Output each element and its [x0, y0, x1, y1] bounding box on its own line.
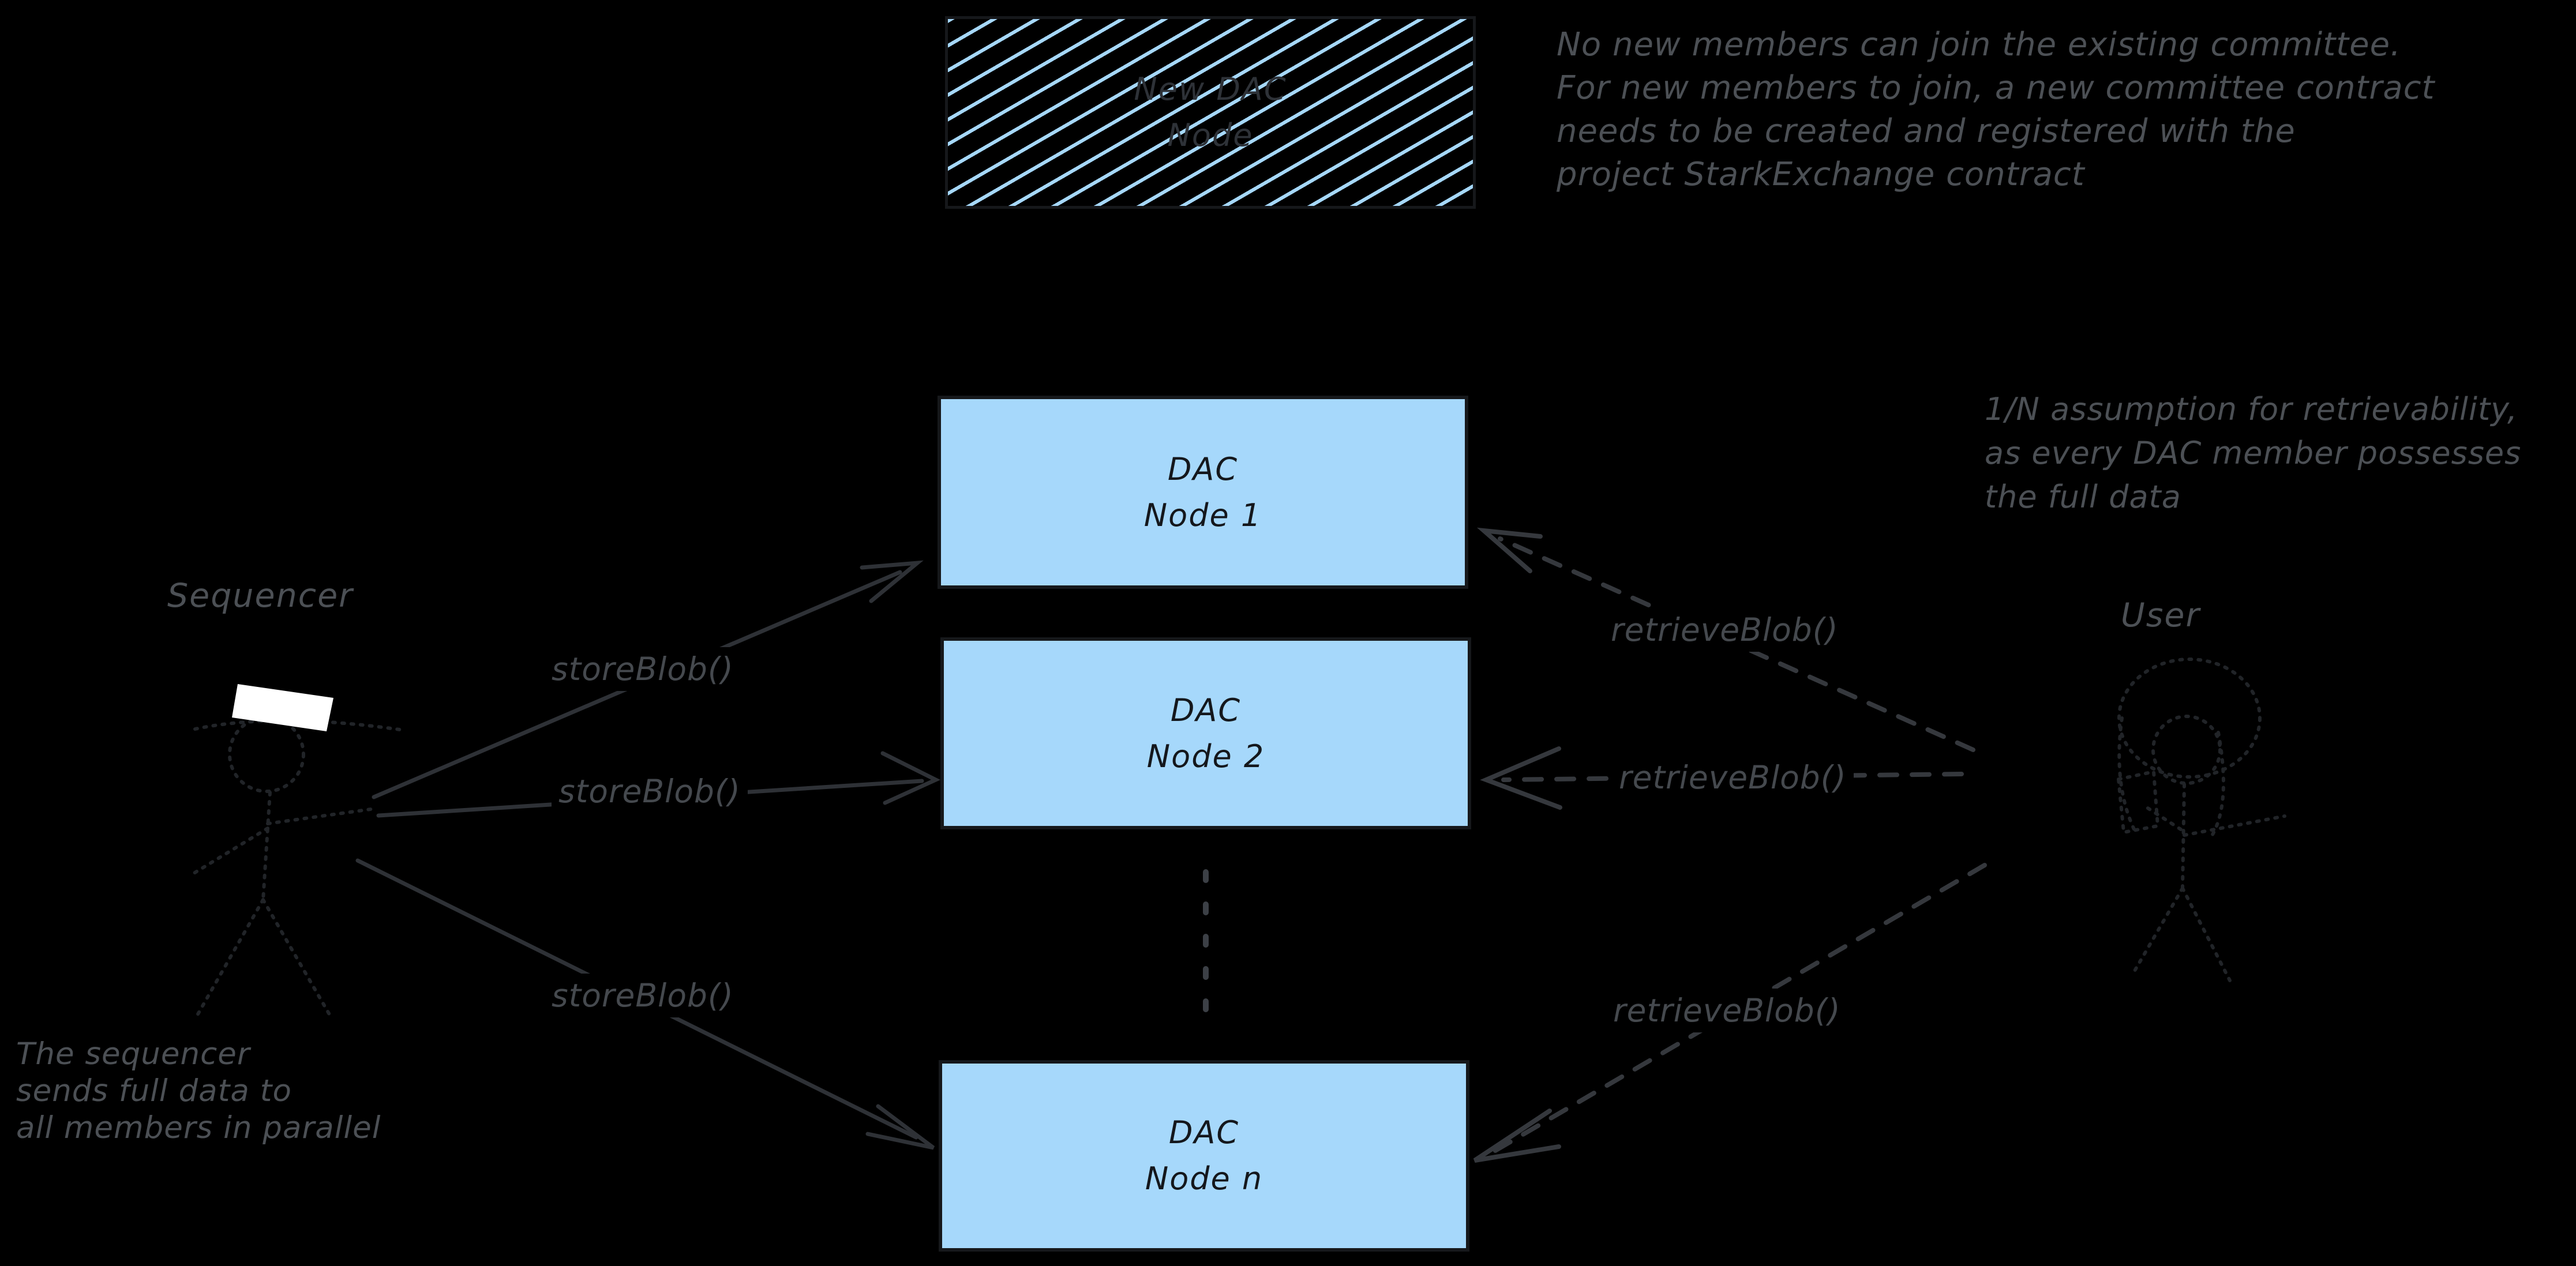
- sequencer-label: Sequencer: [167, 577, 354, 615]
- retrieve-blob-label-2: retrieveBlob(): [1612, 756, 1854, 799]
- user-hair: [2117, 658, 2262, 779]
- dac-node-1-label-line2: Node 1: [1143, 497, 1262, 534]
- dac-node-n-label-line2: Node n: [1145, 1160, 1263, 1197]
- user-hair-strand-right: [2209, 731, 2225, 839]
- arrowhead-retrieve-node1: [1476, 527, 1543, 573]
- parallel-note-line1: The sequencer: [16, 1036, 250, 1072]
- arrowhead-store-node2: [880, 751, 941, 805]
- arrow-retrieve-noden: [1492, 863, 1987, 1154]
- arrowhead-store-node1: [860, 560, 924, 603]
- store-blob-label-1: storeBlob(): [545, 647, 741, 691]
- parallel-note-line3: all members in parallel: [16, 1110, 381, 1145]
- user-body: [2181, 783, 2186, 890]
- dac-node-2-label-line2: Node 2: [1146, 738, 1265, 775]
- sequencer-arm-left: [192, 827, 269, 875]
- sequencer-body: [261, 791, 272, 901]
- dac-node-1-box: DAC Node 1: [938, 396, 1468, 589]
- user-arm-left: [2143, 805, 2183, 831]
- retrieve-blob-label-3: retrieveBlob(): [1606, 989, 1848, 1032]
- user-figure: [2116, 658, 2286, 982]
- retrievability-note-line3: the full data: [1985, 479, 2181, 515]
- retrievability-note-line1: 1/N assumption for retrievability,: [1985, 391, 2518, 427]
- dac-node-1-label-line1: DAC: [1167, 450, 1239, 487]
- sequencer-arm-right: [266, 807, 377, 825]
- user-arm-right: [2183, 814, 2286, 837]
- user-leg-right: [2181, 886, 2232, 982]
- sequencer-head: [228, 716, 305, 793]
- dac-node-2-label-line1: DAC: [1170, 692, 1242, 728]
- dac-node-n-box: DAC Node n: [939, 1060, 1469, 1252]
- user-leg-left: [2131, 886, 2184, 976]
- new-dac-node-label-line1: New DAC: [1134, 71, 1287, 107]
- sequencer-hat: [232, 684, 333, 731]
- sequencer-leg-right: [261, 898, 333, 1019]
- new-dac-node-label-line2: Node: [1167, 117, 1254, 153]
- sequencer-figure: [192, 684, 406, 1019]
- retrievability-note-line2: as every DAC member possesses: [1985, 435, 2522, 471]
- sequencer-leg-left: [196, 898, 265, 1017]
- committee-note: No new members can join the existing com…: [1557, 23, 2435, 196]
- new-dac-node-box: New DAC Node: [945, 16, 1476, 209]
- arrowhead-retrieve-noden: [1473, 1109, 1561, 1163]
- committee-note-line2: For new members to join, a new committee…: [1557, 69, 2435, 107]
- retrieve-arrowheads: [1473, 527, 1562, 1163]
- user-hair-strand-left: [2117, 716, 2136, 832]
- arrowhead-store-noden: [865, 1104, 935, 1150]
- parallel-note: The sequencer sends full data to all mem…: [16, 1036, 381, 1147]
- committee-note-line4: project StarkExchange contract: [1557, 156, 2085, 193]
- dac-node-n-label-line1: DAC: [1168, 1114, 1240, 1151]
- retrievability-note: 1/N assumption for retrievability, as ev…: [1985, 388, 2521, 519]
- user-label: User: [2121, 596, 2200, 634]
- arrowhead-retrieve-node2: [1480, 746, 1562, 810]
- committee-note-line1: No new members can join the existing com…: [1557, 26, 2401, 63]
- committee-note-line3: needs to be created and registered with …: [1557, 112, 2296, 150]
- store-blob-label-3: storeBlob(): [545, 974, 741, 1017]
- parallel-note-line2: sends full data to: [16, 1073, 292, 1109]
- store-blob-label-2: storeBlob(): [552, 769, 748, 813]
- dac-node-2-box: DAC Node 2: [940, 637, 1471, 829]
- retrieve-blob-label-1: retrieveBlob(): [1604, 608, 1846, 652]
